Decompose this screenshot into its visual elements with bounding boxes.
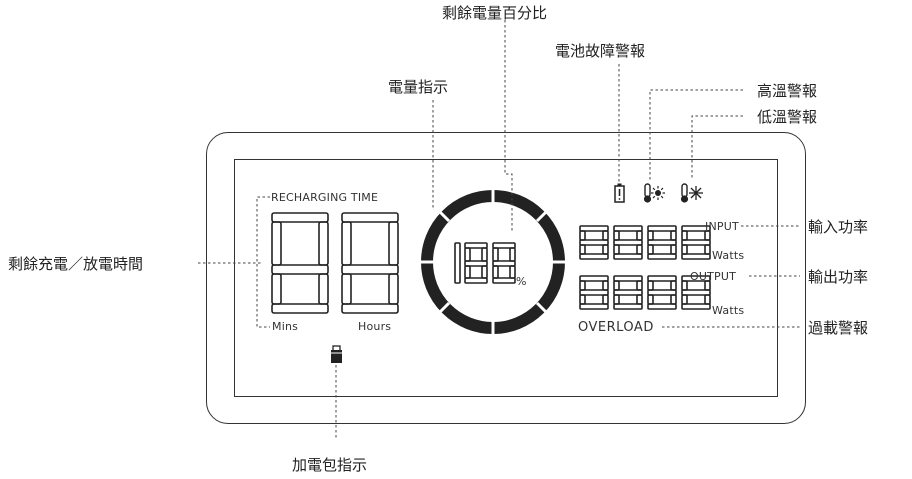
label-output-power: 輸出功率 bbox=[808, 268, 869, 286]
label-remaining-time: 剩餘充電／放電時間 bbox=[8, 255, 144, 273]
lcd-watts-input: Watts bbox=[712, 249, 745, 262]
label-high-temp: 高溫警報 bbox=[757, 82, 818, 100]
lcd-hours: Hours bbox=[358, 320, 392, 333]
lcd-screen bbox=[234, 159, 778, 397]
label-expansion-battery: 加電包指示 bbox=[292, 456, 368, 474]
lcd-recharging-time: RECHARGING TIME bbox=[271, 191, 379, 204]
output-digits bbox=[579, 275, 711, 310]
label-battery-fault: 電池故障警報 bbox=[555, 42, 646, 60]
device-outline bbox=[206, 132, 806, 424]
battery-level-ring bbox=[421, 190, 565, 334]
time-bracket bbox=[256, 196, 270, 328]
thermometer-snowflake-icon bbox=[680, 183, 703, 203]
leader-lines bbox=[198, 20, 800, 440]
lcd-watts-output: Watts bbox=[712, 304, 745, 317]
input-digits bbox=[579, 225, 711, 260]
battery-exclamation-icon bbox=[614, 183, 625, 203]
thermometer-sun-icon bbox=[643, 183, 665, 203]
label-low-temp: 低溫警報 bbox=[757, 108, 818, 126]
time-digits bbox=[271, 212, 399, 314]
lcd-output: OUTPUT bbox=[690, 270, 737, 283]
label-remaining-percent: 剩餘電量百分比 bbox=[442, 4, 548, 22]
label-battery-level: 電量指示 bbox=[388, 78, 449, 96]
battery-pack-icon bbox=[331, 345, 342, 363]
lcd-percent-sign: % bbox=[516, 275, 527, 288]
lcd-input: INPUT bbox=[705, 220, 739, 233]
label-overload-alarm: 過載警報 bbox=[808, 319, 869, 337]
lcd-overload: OVERLOAD bbox=[578, 320, 654, 335]
percent-digits bbox=[454, 242, 516, 284]
lcd-mins: Mins bbox=[272, 320, 299, 333]
label-input-power: 輸入功率 bbox=[808, 218, 869, 236]
